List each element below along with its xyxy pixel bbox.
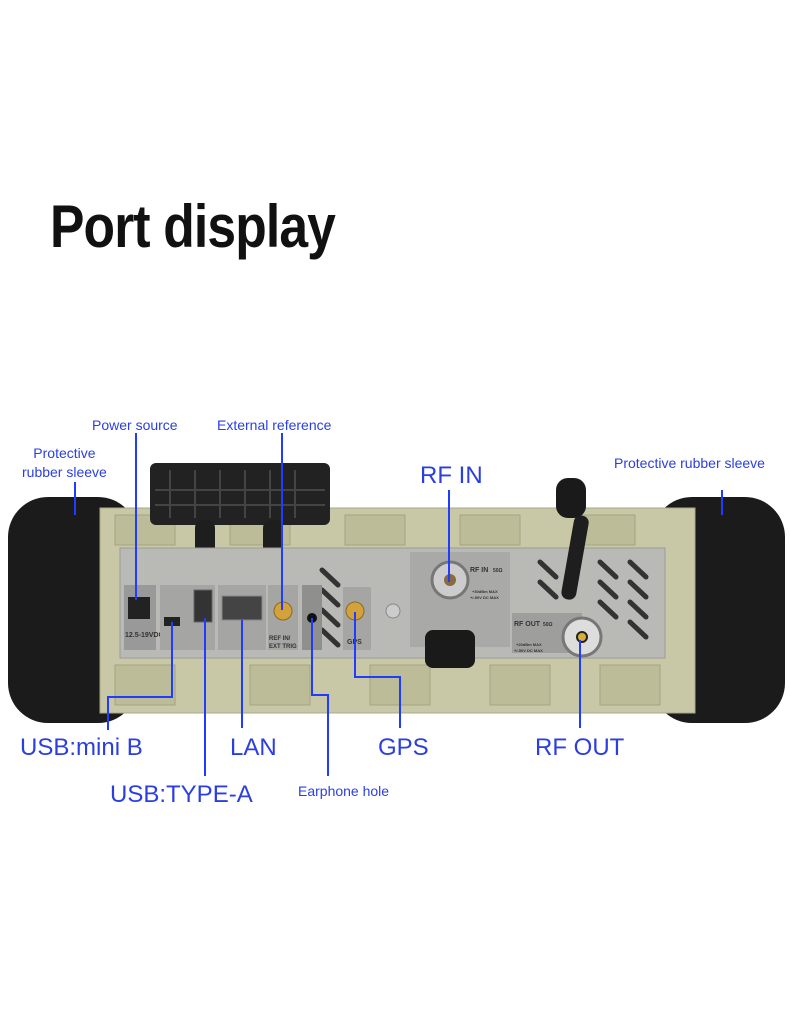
rf-out-text: RF OUT [514,621,541,628]
left-sleeve-label: Protective rubber sleeve [22,444,107,482]
rf-out-cap [556,478,586,518]
callout-gps [354,612,401,728]
power-jack [128,597,150,619]
rf-out-pin [576,631,588,643]
usb-type-a-port [193,589,213,623]
gps-label: GPS [378,734,429,761]
rf-in-text: RF IN [470,567,488,574]
rf-in-max-power-text: +30dBm MAX [472,589,498,594]
page-title: Port display [50,193,336,260]
body-ribs [114,514,661,706]
earphone-hole-label: Earphone hole [298,783,390,799]
rf-in-cap [425,630,475,668]
rf-out-max-dc-text: +/-50V DC MAX [514,648,543,653]
usb-type-a-label: USB:TYPE-A [110,781,253,808]
lan-port [221,595,263,621]
power-rating-text: 12.5-19VDC [125,632,164,639]
right-sleeve-label: Protective rubber sleeve [614,455,765,471]
usb-mini-b-label: USB:mini B [20,734,143,761]
ext-trig-text: EXT TRIG [269,644,297,650]
lan-label: LAN [230,734,277,761]
usb-mini-b-port [164,617,180,626]
rf-out-cap-strap [561,515,589,600]
left-sleeve-label-line2: rubber sleeve [22,464,107,480]
callout-earphone [311,618,329,776]
rf-in-impedance-text: 50Ω [493,568,503,574]
ground-terminal [385,603,401,619]
cover-grid [155,470,325,518]
callout-lines [74,433,723,776]
rf-out-max-power-text: +20dBm MAX [516,642,542,647]
rf-out-impedance-text: 50Ω [543,622,553,628]
power-source-label: Power source [92,417,178,433]
top-connector-cover [150,463,330,525]
callout-usb-mini [107,622,173,730]
rf-in-max-dc-text: +/-50V DC MAX [470,595,499,600]
vents [319,559,649,648]
left-sleeve-label-line1: Protective [33,445,96,461]
external-reference-label: External reference [217,417,332,433]
rf-in-label: RF IN [420,462,483,489]
rf-out-label: RF OUT [535,734,625,761]
ref-in-text: REF IN/ [269,636,291,642]
